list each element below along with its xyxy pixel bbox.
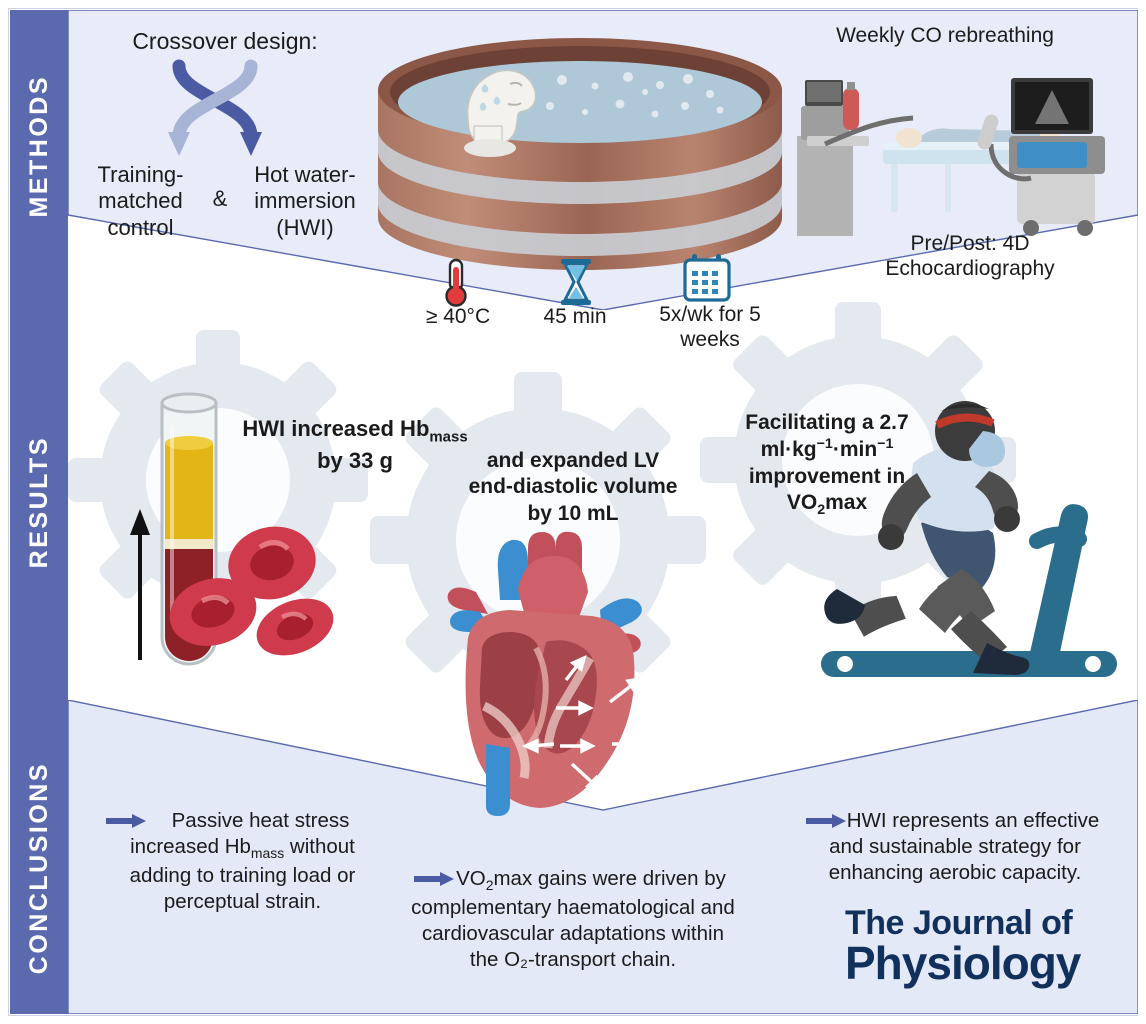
hot-tub-illustration <box>378 38 782 270</box>
echocardiography-label: Pre/Post: 4D Echocardiography <box>885 232 1055 281</box>
blood-sample-illustration <box>130 392 334 666</box>
journal-line-2: Physiology <box>845 937 1081 989</box>
sidebar-band-conclusions: CONCLUSIONS <box>10 722 68 1014</box>
bullet-arrow-icon-3 <box>806 814 846 828</box>
heart-illustration <box>447 531 648 816</box>
hourglass-icon <box>561 259 591 305</box>
sidebar-label-methods: METHODS <box>24 74 53 218</box>
temperature-label: ≥ 40°C <box>425 305 491 328</box>
conclusion-1-post: without adding to training load or perce… <box>129 835 356 914</box>
conclusion-item-1: Passive heat stress increased Hbmass wit… <box>100 808 385 916</box>
calendar-icon <box>683 254 731 302</box>
conclusion-1-sub: mass <box>250 845 285 862</box>
label-training-matched-control: Training-matched control <box>97 162 184 240</box>
result-hbmass-subscript: mass <box>429 428 468 446</box>
label-ampersand: & <box>212 186 228 211</box>
sidebar-label-conclusions: CONCLUSIONS <box>24 761 53 975</box>
vo2-line-2a: ml·kg <box>760 438 817 462</box>
conclusion-item-3: HWI represents an effective and sustaina… <box>800 808 1110 887</box>
conclusion-item-2: VO2max gains were driven by complementar… <box>408 866 738 974</box>
duration-label: 45 min <box>543 305 607 328</box>
journal-line-1: The Journal of <box>845 904 1073 942</box>
crossover-design-title: Crossover design: <box>132 28 318 54</box>
result-hbmass-post: by 33 g <box>317 448 393 474</box>
sidebar-label-results: RESULTS <box>24 435 53 569</box>
bullet-arrow-icon-1 <box>106 814 146 828</box>
vo2-line-2b: ·min <box>832 438 878 462</box>
conclusion-2-sub: 2 <box>485 877 494 894</box>
co-rebreathing-title: Weekly CO rebreathing <box>836 24 1054 47</box>
conclusion-1-pre: Passive heat stress increased Hb <box>130 809 350 859</box>
echocardiography-illustration <box>797 78 1105 236</box>
result-lv-volume-text: and expanded LV end-diastolic volume by … <box>468 449 678 525</box>
crossover-arrows-icon <box>168 59 262 156</box>
label-hot-water-immersion: Hot water-immersion (HWI) <box>254 162 356 240</box>
conclusion-2-post: max gains were driven by complementary h… <box>411 867 735 972</box>
vo2-line-4a: VO <box>786 490 818 514</box>
vo2-line-3: improvement in <box>748 464 906 488</box>
vo2-sup-2: −1 <box>877 436 894 453</box>
thermometer-icon <box>445 258 467 307</box>
vo2-sup-1: −1 <box>816 436 833 453</box>
result-vo2max-text: Facilitating a 2.7 ml·kg−1·min−1 improve… <box>722 410 932 520</box>
conclusion-2-pre: VO <box>456 867 486 890</box>
conclusion-3-pre: HWI represents an effective and sustaina… <box>828 809 1100 885</box>
vo2-line-1: Facilitating a 2.7 <box>745 411 909 434</box>
vo2-line-4b: max <box>825 490 868 514</box>
journal-logo: The Journal of Physiology <box>845 906 1135 987</box>
result-hbmass-text: HWI increased Hbmass by 33 g <box>240 415 470 475</box>
bullet-arrow-icon-2 <box>414 872 454 886</box>
sidebar-band-methods: METHODS <box>10 10 68 282</box>
sidebar-band-results: RESULTS <box>10 282 68 722</box>
vo2-sub-2: 2 <box>817 501 826 518</box>
runner-treadmill-illustration <box>821 401 1117 677</box>
frequency-label: 5x/wk for 5 weeks <box>659 303 761 352</box>
result-hbmass-pre: HWI increased Hb <box>242 416 430 441</box>
